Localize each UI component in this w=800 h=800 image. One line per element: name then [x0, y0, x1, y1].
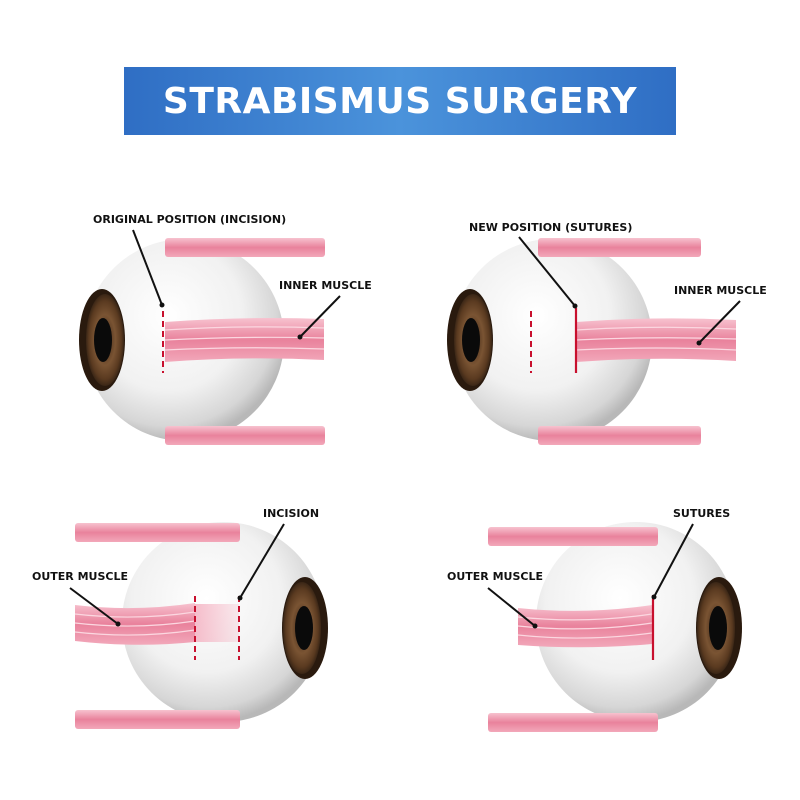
- inner-muscle: [575, 318, 737, 362]
- panel-new-position: NEW POSITION (SUTURES) INNER MUSCLE: [447, 221, 767, 445]
- label-inner-muscle: INNER MUSCLE: [674, 284, 767, 297]
- upper-muscle: [488, 527, 658, 546]
- iris: [696, 577, 742, 679]
- panel-incision: INCISION OUTER MUSCLE: [32, 507, 328, 729]
- pointer-new-position: [518, 236, 576, 307]
- pointer-dot: [159, 302, 165, 308]
- label-outer-muscle: OUTER MUSCLE: [32, 570, 128, 583]
- eyeball: [452, 239, 652, 441]
- pointer-dot: [651, 594, 657, 600]
- pointer-inner-muscle: [698, 300, 741, 344]
- outer-muscle: [74, 603, 196, 645]
- label-inner-muscle: INNER MUSCLE: [279, 279, 372, 292]
- pointer-dot: [572, 303, 578, 309]
- title-banner: STRABISMUS SURGERY: [124, 67, 676, 135]
- pointer-outer-muscle: [69, 587, 119, 625]
- pointer-outer-muscle: [487, 587, 536, 627]
- iris: [282, 577, 328, 679]
- lower-muscle: [488, 713, 658, 732]
- panel-sutures: SUTURES OUTER MUSCLE: [447, 507, 742, 732]
- lower-muscle: [538, 426, 701, 445]
- pointer-sutures: [653, 523, 694, 598]
- page-title: STRABISMUS SURGERY: [162, 80, 638, 122]
- label-incision: INCISION: [263, 507, 319, 520]
- iris: [447, 289, 493, 391]
- pointer-dot: [115, 621, 121, 627]
- lower-muscle: [165, 426, 325, 445]
- upper-muscle: [75, 523, 240, 542]
- pointer-incision: [239, 523, 285, 599]
- label-sutures: SUTURES: [673, 507, 730, 520]
- label-original-position: ORIGINAL POSITION (INCISION): [93, 213, 286, 226]
- upper-muscle: [538, 238, 701, 257]
- outer-muscle: [517, 605, 653, 648]
- lower-muscle: [75, 710, 240, 729]
- label-outer-muscle: OUTER MUSCLE: [447, 570, 543, 583]
- inner-muscle: [164, 318, 325, 362]
- pointer-dot: [696, 340, 702, 346]
- pointer-original-position: [132, 229, 163, 306]
- pointer-inner-muscle: [299, 295, 341, 338]
- pointer-dot: [532, 623, 538, 629]
- panel-original-position: ORIGINAL POSITION (INCISION) INNER MUSCL…: [79, 213, 372, 445]
- pointer-dot: [297, 334, 303, 340]
- pointer-dot: [237, 595, 243, 601]
- detached-muscle-section: [195, 604, 239, 642]
- upper-muscle: [165, 238, 325, 257]
- iris: [79, 289, 125, 391]
- label-new-position: NEW POSITION (SUTURES): [469, 221, 632, 234]
